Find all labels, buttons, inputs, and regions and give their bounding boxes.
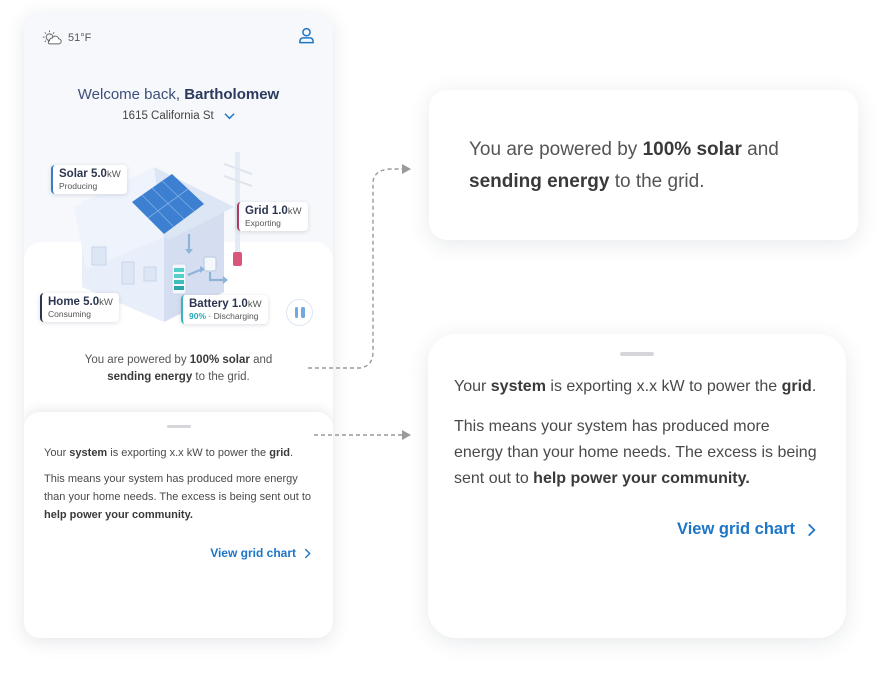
home-value: 5.0: [83, 296, 100, 308]
solar-unit: kW: [106, 169, 121, 180]
drag-handle[interactable]: [620, 352, 654, 356]
user-name: Bartholomew: [184, 86, 280, 103]
solar-label[interactable]: Solar 5.0kW Producing: [51, 165, 127, 194]
temperature: 51°F: [68, 32, 92, 44]
summary-text: and: [249, 354, 273, 366]
view-grid-chart-link[interactable]: View grid chart: [454, 520, 816, 539]
bold-text: system: [69, 447, 108, 459]
view-grid-chart-link[interactable]: View grid chart: [44, 546, 311, 560]
text: is exporting x.x kW to power the: [107, 447, 270, 459]
house-illustration: [74, 152, 253, 322]
sheet-callout: Your system is exporting x.x kW to power…: [428, 334, 846, 638]
partly-cloudy-icon: [42, 30, 62, 45]
text: .: [290, 447, 294, 459]
user-icon: [299, 27, 314, 44]
battery-status: Discharging: [213, 311, 259, 321]
chevron-right-icon: [304, 548, 311, 558]
home-status: Consuming: [48, 309, 91, 319]
welcome-prefix: Welcome back,: [77, 86, 181, 103]
text: to the grid.: [609, 171, 705, 192]
link-label: View grid chart: [210, 546, 296, 560]
summary-bold: sending energy: [107, 371, 193, 383]
profile-button[interactable]: [298, 27, 315, 49]
power-summary: You are powered by 100% solar and sendin…: [24, 352, 333, 386]
battery-unit: kW: [247, 299, 262, 310]
summary-text: to the grid.: [192, 371, 250, 383]
text: is exporting x.x kW to power the: [545, 378, 782, 395]
solar-value: 5.0: [90, 168, 107, 180]
solar-status: Producing: [59, 181, 98, 191]
bold-text: sending energy: [469, 171, 610, 192]
battery-title: Battery: [189, 298, 229, 310]
text: Your: [44, 447, 70, 459]
welcome-heading: Welcome back, Bartholomew: [24, 86, 333, 103]
bold-text: 100% solar: [642, 139, 742, 160]
home-unit: kW: [99, 297, 113, 308]
grid-title: Grid: [245, 205, 269, 217]
phone-screen: 51°F Welcome back, Bartholomew 1615 Cali…: [24, 12, 333, 638]
battery-icon: [171, 263, 187, 295]
grid-value: 1.0: [271, 205, 288, 217]
battery-value: 1.0: [231, 298, 248, 310]
summary-bold: 100% solar: [189, 354, 250, 366]
text: This means your system has produced more…: [454, 418, 817, 487]
pause-icon: [294, 307, 298, 318]
chevron-right-icon: [808, 523, 816, 536]
text: and: [741, 139, 779, 160]
bold-text: system: [490, 378, 546, 395]
battery-percent: 90%: [189, 311, 207, 321]
pause-button[interactable]: [286, 299, 313, 326]
bold-text: grid: [269, 447, 291, 459]
home-title: Home: [48, 296, 80, 308]
link-label: View grid chart: [677, 520, 795, 538]
excess-description: This means your system has produced more…: [454, 414, 820, 492]
export-description: Your system is exporting x.x kW to power…: [44, 444, 313, 462]
battery-label[interactable]: Battery 1.0kW 90% · Discharging: [181, 295, 268, 324]
text: Your: [454, 378, 491, 395]
chevron-down-icon: [224, 113, 235, 120]
separator: ·: [208, 311, 212, 321]
text: .: [811, 378, 817, 395]
pause-icon-bar: [301, 307, 305, 318]
text: You are powered by: [469, 139, 643, 160]
export-description: Your system is exporting x.x kW to power…: [454, 374, 820, 400]
solar-title: Solar: [59, 168, 88, 180]
grid-status: Exporting: [245, 218, 281, 228]
bottom-sheet[interactable]: Your system is exporting x.x kW to power…: [24, 412, 333, 638]
address-text: 1615 California St: [122, 110, 214, 122]
summary-callout: You are powered by 100% solar and sendin…: [429, 90, 858, 240]
solar-panel-icon: [132, 174, 204, 234]
bold-text: help power your community.: [533, 470, 750, 487]
grid-label[interactable]: Grid 1.0kW Exporting: [237, 202, 308, 231]
home-label[interactable]: Home 5.0kW Consuming: [40, 293, 119, 322]
bold-text: help power your community.: [44, 509, 193, 521]
text: This means your system has produced more…: [44, 473, 312, 503]
top-bar: 51°F: [42, 26, 315, 50]
summary-text: You are powered by: [84, 354, 190, 366]
address-selector[interactable]: 1615 California St: [24, 110, 333, 122]
weather-widget: 51°F: [42, 29, 91, 47]
bold-text: grid: [781, 378, 812, 395]
grid-unit: kW: [287, 206, 302, 217]
drag-handle[interactable]: [166, 425, 191, 428]
excess-description: This means your system has produced more…: [44, 470, 313, 524]
